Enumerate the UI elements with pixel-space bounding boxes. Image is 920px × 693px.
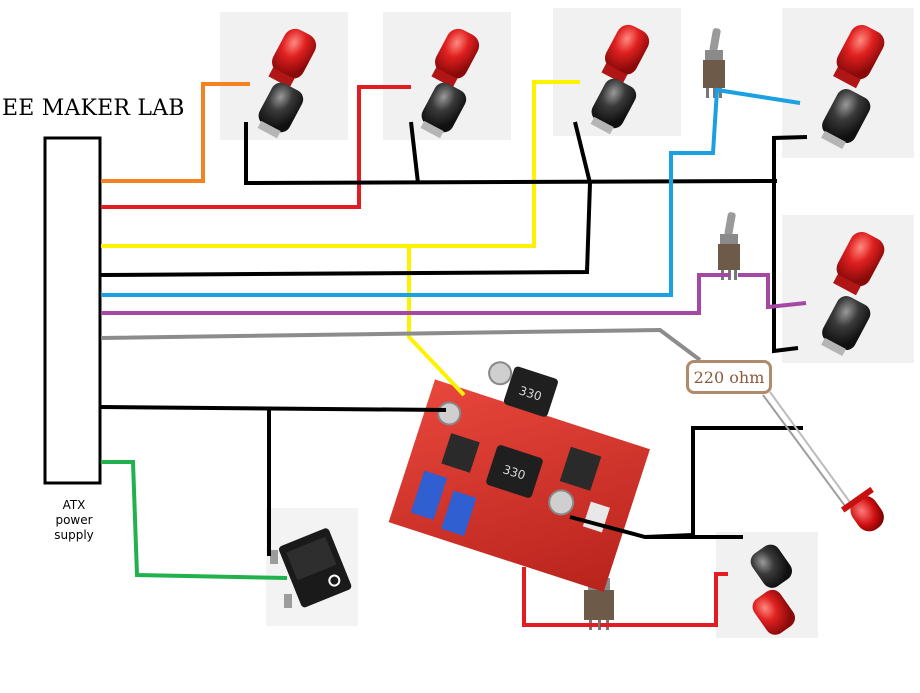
red-wire: [101, 85, 411, 209]
binding-post-pair-5: [782, 215, 914, 363]
black-wire-right: [772, 135, 808, 354]
red-led: [762, 391, 884, 532]
rocker-switch: [266, 508, 358, 626]
yellow-wire-branch: [407, 246, 466, 397]
black-wire-3: [100, 121, 593, 277]
yellow-wire: [101, 80, 580, 248]
atx-power-supply: [43, 136, 102, 485]
atx-label-line-2: power: [55, 513, 93, 527]
purple-wire-2: [738, 273, 807, 310]
binding-post-pair-6: [716, 532, 818, 638]
binding-post-pair-2: [383, 12, 511, 140]
gray-wire: [100, 327, 702, 362]
resistor-label: 220 ohm: [686, 360, 772, 394]
black-wire-converter: [100, 405, 447, 412]
atx-power-supply-label: ATX power supply: [42, 498, 106, 543]
black-wire-bus: [244, 122, 778, 186]
binding-post-pair-1: [220, 12, 348, 140]
binding-post-pair-3: [553, 8, 681, 136]
diagram-title: EE MAKER LAB: [2, 96, 185, 121]
atx-label-line-3: supply: [54, 528, 94, 542]
svg-text:330: 330: [517, 383, 543, 403]
green-wire: [101, 460, 288, 580]
red-wire-output: [522, 567, 598, 627]
toggle-switch-2: [718, 212, 740, 280]
toggle-switch-1: [703, 28, 725, 98]
atx-label-line-1: ATX: [62, 498, 86, 512]
wiring: [100, 80, 808, 627]
black-wire-2: [409, 121, 420, 184]
blue-wire: [101, 87, 801, 297]
buck-boost-converter: 330 330: [388, 361, 650, 592]
red-wire-output-2: [600, 572, 728, 627]
binding-post-pair-4: [782, 8, 914, 158]
svg-text:330: 330: [501, 462, 527, 482]
purple-wire: [101, 273, 730, 315]
orange-wire: [101, 82, 250, 183]
